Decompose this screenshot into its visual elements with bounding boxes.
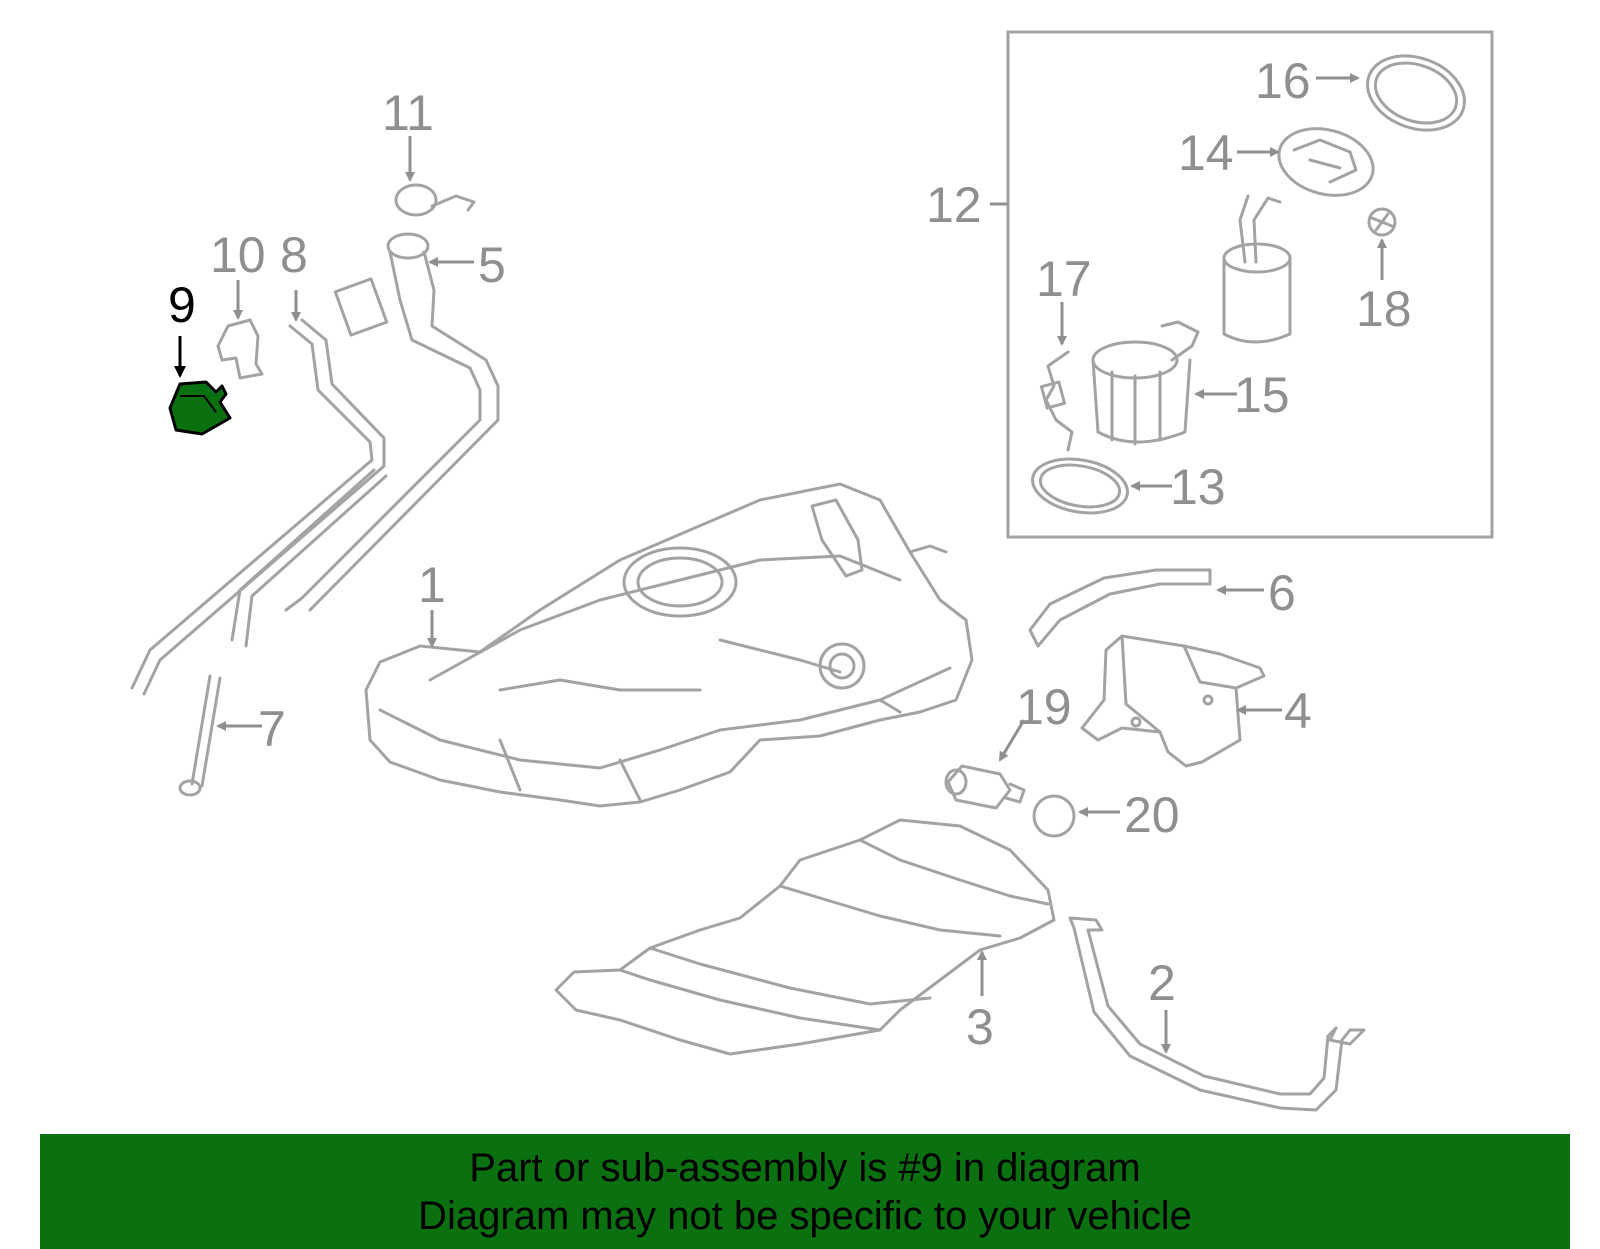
callout-4: 4 — [1284, 683, 1312, 739]
callout-15: 15 — [1234, 367, 1290, 423]
callout-19: 19 — [1016, 679, 1072, 735]
part-pump-module — [1222, 194, 1292, 344]
callout-18: 18 — [1356, 281, 1412, 337]
info-banner: Part or sub-assembly is #9 in diagram Di… — [40, 1134, 1570, 1249]
part-3-shield — [554, 818, 1056, 1056]
part-9-highlighted — [168, 380, 232, 436]
part-20-oring — [1032, 794, 1076, 838]
callout-16: 16 — [1255, 53, 1311, 109]
banner-line-1: Part or sub-assembly is #9 in diagram — [469, 1146, 1141, 1190]
part-2-strap — [1068, 916, 1366, 1112]
part-14-cap — [1277, 127, 1375, 197]
part-5-filler-pipe — [284, 232, 500, 612]
banner-line-2: Diagram may not be specific to your vehi… — [418, 1194, 1192, 1238]
callout-17: 17 — [1036, 251, 1092, 307]
part-15-reservoir — [1091, 320, 1200, 446]
leader-19 — [998, 719, 1026, 762]
part-6-hose — [1028, 568, 1212, 648]
part-18-grommet — [1367, 207, 1397, 237]
part-1-fuel-tank — [364, 482, 974, 808]
callout-20: 20 — [1124, 787, 1180, 843]
callout-2: 2 — [1148, 955, 1176, 1011]
callout-1: 1 — [418, 557, 446, 613]
part-11-cap — [394, 183, 476, 217]
callout-12: 12 — [926, 177, 982, 233]
callout-9: 9 — [168, 277, 196, 333]
callout-5: 5 — [478, 237, 506, 293]
callout-11: 11 — [382, 85, 434, 141]
pump-assembly-box — [1006, 30, 1494, 539]
callout-6: 6 — [1268, 565, 1296, 621]
callout-8: 8 — [280, 227, 308, 283]
part-19-filter — [944, 764, 1026, 810]
part-10-bracket — [216, 318, 264, 380]
part-4-shield — [1080, 634, 1266, 768]
part-7-hose — [178, 674, 222, 797]
callout-13: 13 — [1170, 459, 1226, 515]
callout-10: 10 — [210, 227, 266, 283]
callout-14: 14 — [1178, 125, 1234, 181]
part-16-gasket — [1366, 54, 1466, 132]
part-8-vent-hose — [130, 318, 388, 696]
callout-7: 7 — [258, 701, 286, 757]
callout-3: 3 — [966, 999, 994, 1055]
part-13-seal — [1031, 457, 1129, 515]
part-17-sender — [1039, 350, 1074, 452]
